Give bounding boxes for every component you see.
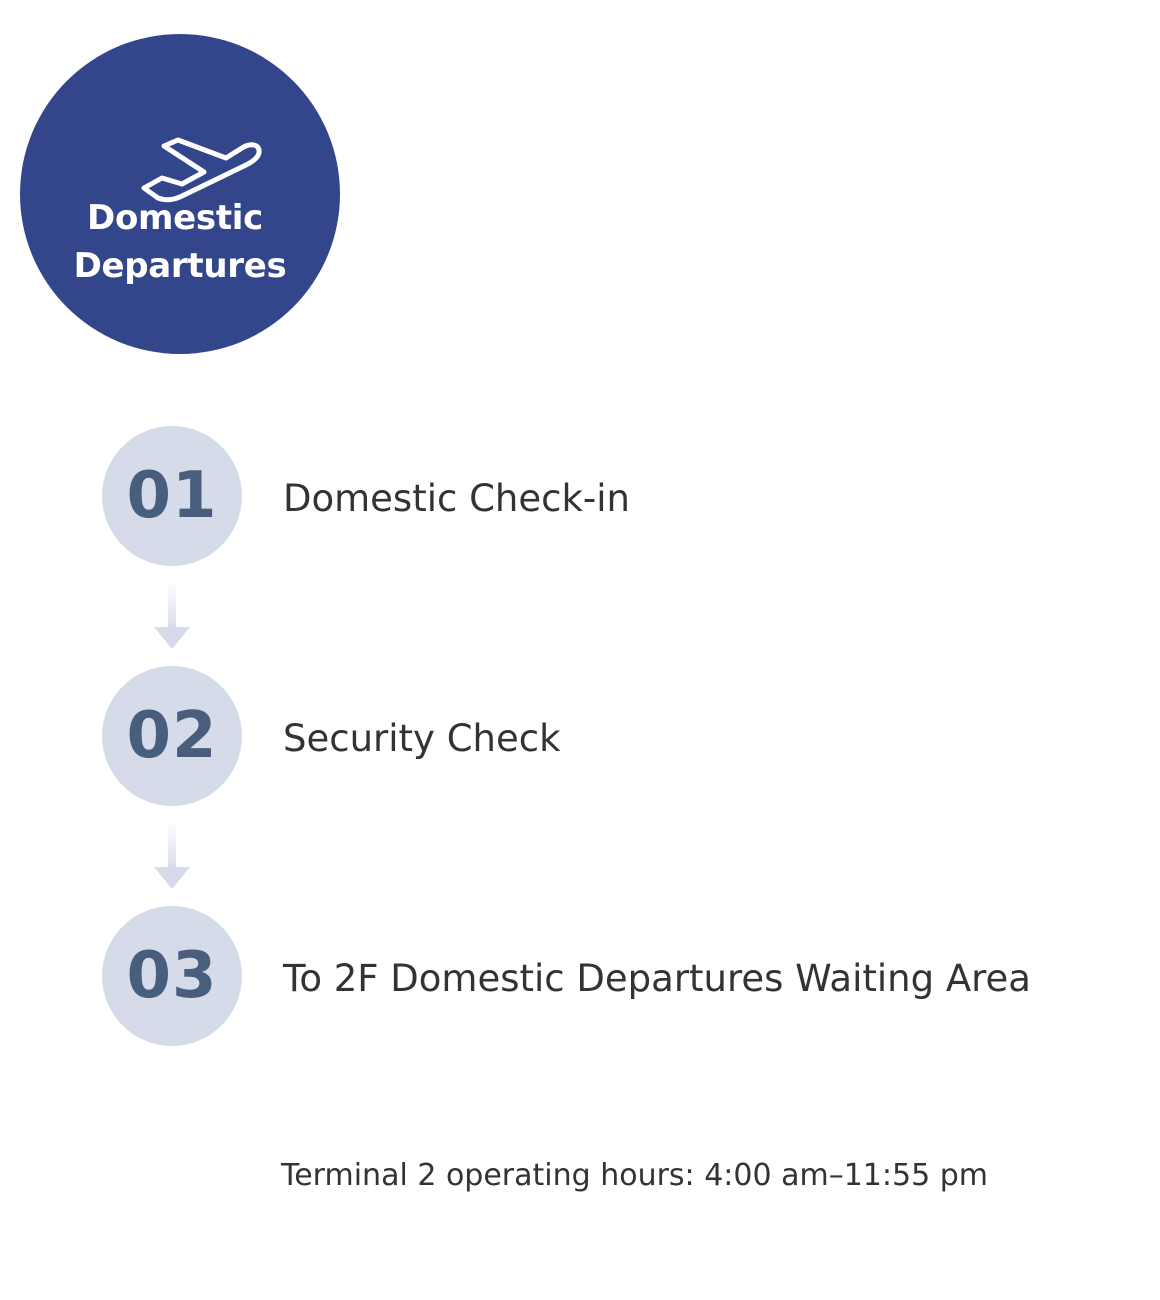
step-1-circle: 01 [102,426,242,566]
step-3-circle: 03 [102,906,242,1046]
arrow-down-icon [154,825,190,889]
hero-title-line-2: Departures [73,246,287,286]
step-2-number: 02 [126,699,218,773]
hero-title-line-1: Domestic [87,198,263,238]
step-2-label: Security Check [283,717,561,760]
step-1-number: 01 [126,459,218,533]
step-3-label: To 2F Domestic Departures Waiting Area [283,957,1031,1000]
step-3-number: 03 [126,939,218,1013]
operating-hours-note: Terminal 2 operating hours: 4:00 am–11:5… [281,1158,988,1193]
domestic-departures-badge: Domestic Departures [20,34,340,354]
arrow-down-icon [154,585,190,649]
step-1-label: Domestic Check-in [283,477,631,520]
airplane-takeoff-icon [141,137,262,203]
step-2-circle: 02 [102,666,242,806]
